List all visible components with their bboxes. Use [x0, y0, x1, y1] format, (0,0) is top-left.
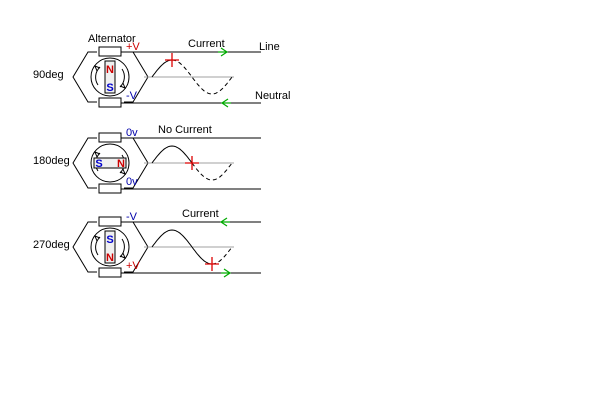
magnet-bar [93, 157, 127, 169]
line-current-arrow-shape [218, 47, 229, 57]
bottom-terminal [98, 267, 122, 278]
magnet-bar [104, 230, 116, 264]
top-voltage-label: +V [126, 41, 140, 53]
frame-left [72, 221, 97, 273]
phase-marker [185, 156, 199, 170]
current-label: Current [188, 38, 225, 50]
top-terminal [98, 132, 122, 143]
neutral-current-arrow [220, 98, 231, 108]
magnet-left-pole: S [95, 158, 102, 170]
rotation-arrow-left [94, 235, 101, 242]
top-voltage-label: 0v [126, 127, 138, 139]
bottom-terminal [98, 97, 122, 108]
frame-left [72, 137, 97, 189]
neutral-current-arrow-shape [221, 268, 232, 278]
angle-label: 90deg [33, 69, 64, 81]
line-current-arrow-shape [219, 217, 230, 227]
line-current-arrow [218, 47, 229, 57]
wave-solid [151, 145, 193, 164]
bottom-voltage-label: -V [126, 90, 138, 102]
alternator-label: Alternator [88, 33, 136, 45]
phase-marker [205, 257, 219, 271]
rotation-arrow-right [119, 168, 126, 175]
rotation-arrow-left [94, 65, 101, 72]
rotation-arrow-right [119, 82, 126, 89]
top-terminal [98, 216, 122, 227]
neutral-current-arrow [221, 268, 232, 278]
magnet-top-pole: S [106, 234, 113, 246]
bottom-voltage-label: 0v [126, 176, 138, 188]
line-current-arrow [219, 217, 230, 227]
wave-dashed [211, 246, 233, 265]
line-label: Line [259, 41, 280, 53]
wave-dashed [171, 59, 233, 95]
top-terminal [98, 46, 122, 57]
wave-solid [151, 59, 173, 78]
wave-solid [151, 229, 213, 265]
magnet-bottom-pole: S [106, 82, 113, 94]
rotation-arrow-right [119, 252, 126, 259]
magnet-top-pole: N [106, 64, 114, 76]
rotation-arrow-left [94, 151, 101, 158]
phase-marker [165, 53, 179, 67]
frame-left [72, 51, 97, 103]
magnet-right-pole: N [117, 158, 125, 170]
current-label: Current [182, 208, 219, 220]
wave-dashed [191, 162, 233, 181]
bottom-voltage-label: +V [126, 260, 140, 272]
magnet-bar [104, 60, 116, 94]
magnet-bottom-pole: N [106, 252, 114, 264]
angle-label: 180deg [33, 155, 70, 167]
current-label: No Current [158, 124, 212, 136]
top-voltage-label: -V [126, 211, 138, 223]
bottom-terminal [98, 183, 122, 194]
neutral-label: Neutral [255, 90, 290, 102]
panel-270deg: 270deg -V +V SN Current [33, 208, 261, 278]
angle-label: 270deg [33, 239, 70, 251]
neutral-current-arrow-shape [220, 98, 231, 108]
